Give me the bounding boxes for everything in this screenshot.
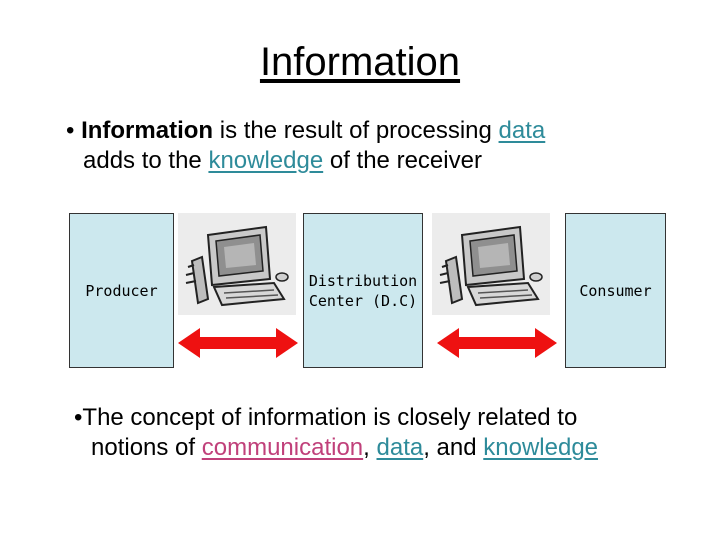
bullet-marker: • bbox=[74, 404, 83, 431]
producer-box: Producer bbox=[69, 213, 174, 368]
link-knowledge[interactable]: knowledge bbox=[208, 147, 324, 174]
distribution-center-box: Distribution Center (D.C) bbox=[303, 213, 423, 368]
bullet-text: is the result of processing bbox=[213, 117, 499, 144]
producer-label: Producer bbox=[85, 281, 158, 300]
bullet-marker: • bbox=[66, 117, 75, 144]
double-arrow-icon bbox=[178, 328, 298, 358]
bullet-text: The concept of information is closely re… bbox=[82, 404, 578, 431]
consumer-label: Consumer bbox=[579, 281, 652, 300]
computer-icon bbox=[432, 213, 550, 315]
slide-title: Information bbox=[259, 40, 461, 84]
separator: , and bbox=[423, 434, 484, 461]
bold-term: Information bbox=[81, 117, 214, 144]
bullet-information-concept: •The concept of information is closely r… bbox=[74, 403, 714, 463]
distribution-center-label: Center (D.C) bbox=[308, 291, 418, 310]
separator: , bbox=[363, 434, 377, 461]
consumer-box: Consumer bbox=[565, 213, 666, 368]
link-data[interactable]: data bbox=[498, 117, 546, 144]
computer-icon bbox=[178, 213, 296, 315]
link-data[interactable]: data bbox=[376, 434, 424, 461]
double-arrow-icon bbox=[437, 328, 557, 358]
link-communication[interactable]: communication bbox=[201, 434, 364, 461]
bullet-text: of the receiver bbox=[323, 147, 482, 174]
bullet-text: adds to the bbox=[83, 147, 209, 174]
bullet-text: notions of bbox=[91, 434, 202, 461]
bullet-information-definition: • Information is the result of processin… bbox=[66, 116, 686, 176]
distribution-center-label: Distribution bbox=[308, 271, 418, 290]
link-knowledge[interactable]: knowledge bbox=[483, 434, 599, 461]
